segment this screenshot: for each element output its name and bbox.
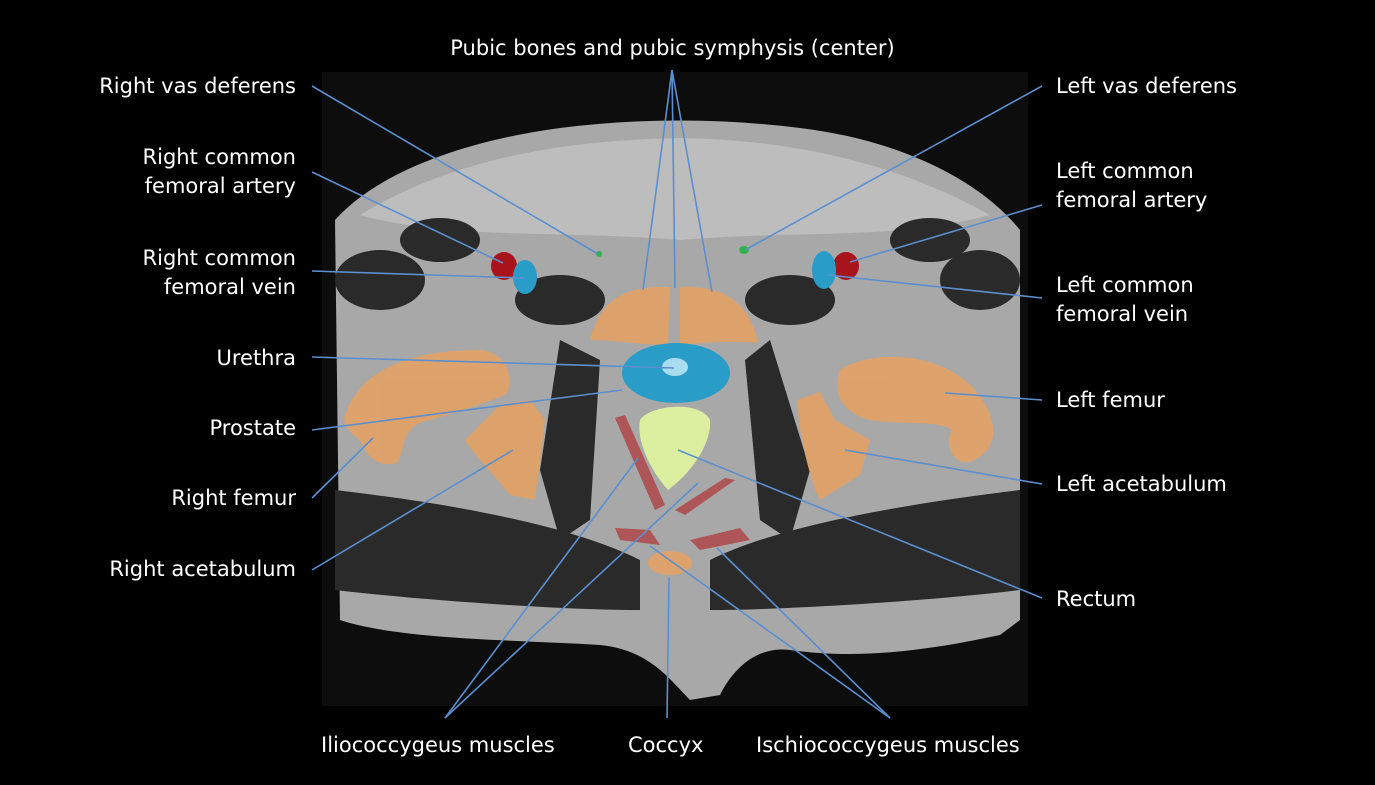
label-left-vas-deferens: Left vas deferens xyxy=(1056,74,1238,98)
label-left-acetabulum: Left acetabulum xyxy=(1056,472,1227,496)
label-right-vas-deferens: Right vas deferens xyxy=(99,74,296,98)
muscle-groups xyxy=(335,218,1020,610)
label-rectum: Rectum xyxy=(1056,587,1137,611)
label-left-femur: Left femur xyxy=(1056,388,1165,412)
label-line: Left common xyxy=(1056,159,1194,183)
left-artery-shape xyxy=(833,252,859,280)
levator-muscles xyxy=(615,415,750,550)
label-iliococcygeus: Iliococcygeus muscles xyxy=(321,733,555,757)
label-line: femoral artery xyxy=(1056,188,1208,212)
label-ischiococcygeus: Ischiococcygeus muscles xyxy=(756,733,1020,757)
left-vein-shape xyxy=(812,251,836,289)
label-line: Right common xyxy=(142,246,296,270)
label-line: femoral artery xyxy=(144,174,296,198)
label-right-cfv: Right common femoral vein xyxy=(143,244,296,302)
label-left-cfv: Left common femoral vein xyxy=(1056,271,1194,329)
leader-lines xyxy=(311,69,1043,719)
label-urethra: Urethra xyxy=(216,346,296,370)
left-acetabulum xyxy=(797,392,870,500)
label-prostate: Prostate xyxy=(209,416,296,440)
left-vas-shape xyxy=(739,246,749,254)
label-line: femoral vein xyxy=(163,275,296,299)
label-pubic: Pubic bones and pubic symphysis (center) xyxy=(450,36,895,60)
label-right-acetabulum: Right acetabulum xyxy=(109,557,296,581)
right-vas-shape xyxy=(596,251,602,257)
right-vein-shape xyxy=(513,260,537,294)
label-right-cfa: Right common femoral artery xyxy=(143,143,296,201)
right-pubic-bone xyxy=(590,286,670,345)
right-acetabulum xyxy=(465,400,545,500)
left-pubic-bone xyxy=(680,286,758,345)
bones xyxy=(344,286,994,575)
right-artery-shape xyxy=(491,252,517,280)
rectum-shape xyxy=(639,406,711,490)
left-femur xyxy=(837,356,994,463)
label-line: femoral vein xyxy=(1056,302,1189,326)
urethra-shape xyxy=(662,358,688,376)
label-coccyx: Coccyx xyxy=(628,733,704,757)
label-right-femur: Right femur xyxy=(171,486,296,510)
label-line: Left common xyxy=(1056,273,1194,297)
label-line: Right common xyxy=(142,145,296,169)
right-femur xyxy=(344,350,510,465)
upper-fat xyxy=(360,138,990,240)
label-left-cfa: Left common femoral artery xyxy=(1056,157,1207,215)
